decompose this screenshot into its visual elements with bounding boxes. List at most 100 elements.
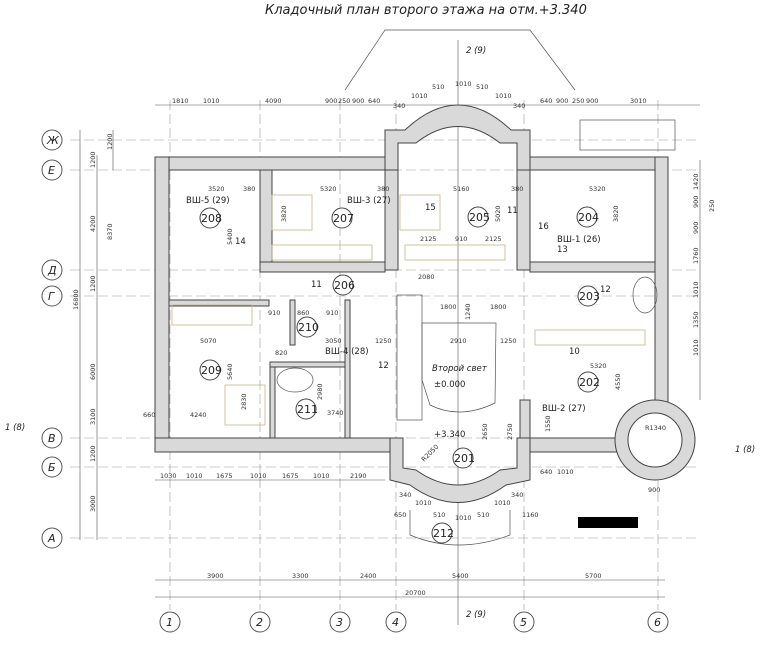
label-text: 660 [143,411,155,419]
label-text: 16 [538,222,549,232]
label-text: 11 [311,280,322,290]
drawing-mark [519,399,531,439]
axis-5: 5 [513,611,535,633]
axis-3: 3 [329,611,351,633]
drawing-mark [576,206,598,228]
label-text: 1420 [692,173,700,190]
drawing-mark [431,522,453,544]
drawing-mark [421,322,497,413]
drawing-mark [269,361,276,439]
drawing-mark [154,437,391,453]
section-mark-bottom: 2 (9) [466,610,486,620]
label-text: 11 [507,206,518,216]
label-text: 1010 [455,80,472,88]
label-text: 3900 [207,572,224,580]
label-text: 5070 [200,337,217,345]
drawing-mark [199,207,221,229]
section-mark-left: 1 (8) [5,423,25,433]
drawing-mark [154,156,386,171]
drawing-mark [516,169,531,271]
balcony-212 [409,510,511,546]
label-text: 5700 [585,572,602,580]
drawing-mark [171,304,253,326]
label-text: 5400 [226,228,234,245]
label-text: R2050 [420,443,441,464]
room-202: 202 [577,371,600,393]
dimensions-left: 1200 1200 4200 8370 1200 6000 3100 1200 … [72,130,155,540]
label-text: 208 [201,212,222,225]
label-text: 1760 [692,247,700,264]
drawing-mark [295,398,317,420]
label-text: 2125 [485,235,502,243]
label-text: 6000 [89,363,97,380]
drawing-mark [529,156,669,171]
room-numbers: 201 202 203 204 205 206 207 208 209 210 … [199,206,600,544]
label-text: 13 [557,245,568,255]
label-text: 380 [377,185,389,193]
drawing-mark [41,285,63,307]
drawing-mark [329,611,351,633]
label-text: 206 [334,279,355,292]
drawing-mark [276,367,314,393]
drawing-mark [41,129,63,151]
room-201: 201 [452,447,475,469]
label-text: 204 [578,211,599,224]
label-text: 211 [297,403,318,416]
label-text: Б [48,461,56,474]
label-text: 1800 [490,303,507,311]
label-text: ВШ-5 (29) [186,196,230,206]
label-text: 3010 [630,97,647,105]
label-text: 1200 [106,133,114,150]
label-text: 510 [477,511,489,519]
axis-b: Б [41,456,63,478]
drawing-mark [249,611,271,633]
label-text: 1010 [692,281,700,298]
drawing-mark [647,611,669,633]
label-text: А [47,532,56,545]
label-text: 203 [579,290,600,303]
label-text: 340 [393,102,405,110]
label-text: 12 [600,285,611,295]
drawing-mark [534,329,646,346]
label-text: 340 [513,102,525,110]
label-text: 1240 [464,303,472,320]
label-text: 910 [268,309,280,317]
axis-markers: 1 2 3 4 5 6 Ж Е Д Г В Б А [41,129,669,633]
label-text: 3520 [208,185,225,193]
axis-a: А [41,527,63,549]
axis-d: Д [41,259,63,281]
room-212: 212 [431,522,454,544]
label-text: 1675 [216,472,233,480]
drawing-mark [529,261,656,273]
label-text: 380 [511,185,523,193]
label-text: 1010 [313,472,330,480]
label-text: 250 [708,200,716,212]
drawing-mark [159,611,181,633]
label-text: 1010 [203,97,220,105]
label-text: 2400 [360,572,377,580]
room-208: 208 [199,207,222,229]
label-text: 14 [235,237,246,247]
label-text: 212 [433,527,454,540]
label-text: 15 [425,203,436,213]
label-text: 5160 [453,185,470,193]
section-mark-top: 2 (9) [466,46,486,56]
label-text: 250 [338,97,350,105]
label-text: 10 [569,347,580,357]
label-text: 1675 [282,472,299,480]
label-text: Е [48,164,55,177]
label-text: 900 [648,486,660,494]
label-text: 1010 [415,499,432,507]
drawing-mark [259,169,273,273]
drawing-mark [384,169,399,271]
room-207: 207 [331,207,354,229]
label-text: 20700 [405,589,426,597]
label-text: ВШ-2 (27) [542,404,586,414]
roof-outline [344,29,576,91]
label-text: 1030 [160,472,177,480]
drawing-mark [344,299,351,439]
label-text: Ж [46,134,60,147]
drawing-mark [577,285,599,307]
drawing-mark [154,156,170,453]
